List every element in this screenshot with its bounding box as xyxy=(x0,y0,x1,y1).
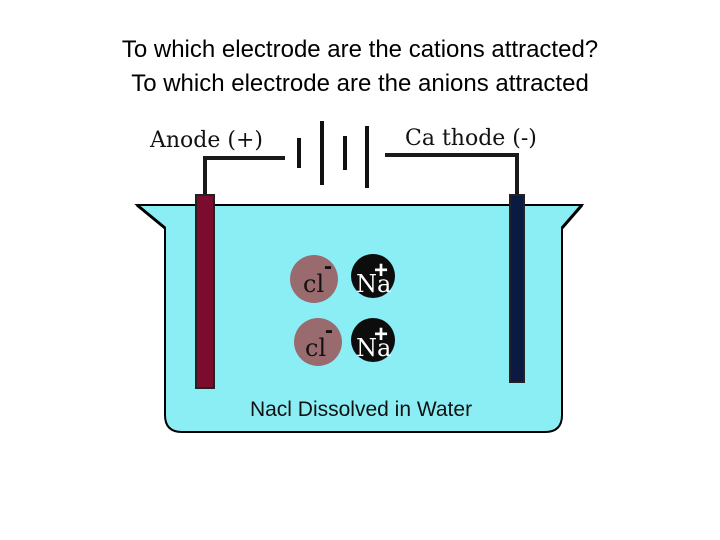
ion-charge: + xyxy=(374,321,388,348)
chloride-ion-circle xyxy=(294,318,342,366)
sodium-ion-circle xyxy=(351,318,395,362)
ion-cl-2: cl - xyxy=(294,317,342,366)
question-line-2: To which electrode are the anions attrac… xyxy=(131,70,589,97)
chloride-ion-circle xyxy=(290,255,338,303)
ion-symbol: Na xyxy=(356,270,391,298)
ion-cl-1: cl - xyxy=(290,253,338,303)
ion-charge: - xyxy=(325,317,333,344)
ion-symbol: Na xyxy=(356,334,391,362)
anode-electrode xyxy=(195,194,215,389)
ion-charge: + xyxy=(374,257,388,284)
anode-label: Anode (+) xyxy=(149,128,263,153)
ion-na-2: Na + xyxy=(351,318,395,362)
ion-symbol: cl xyxy=(305,334,326,362)
solution-label: Nacl Dissolved in Water xyxy=(250,398,472,421)
ion-symbol: cl xyxy=(303,270,324,298)
cathode-electrode xyxy=(509,194,525,383)
beaker-rim xyxy=(136,203,584,230)
ion-na-1: Na + xyxy=(351,254,395,298)
cathode-wire xyxy=(385,153,519,195)
cathode-label: Ca thode (-) xyxy=(405,126,537,151)
battery xyxy=(297,121,369,188)
question-line-1: To which electrode are the cations attra… xyxy=(121,36,599,63)
beaker-water xyxy=(134,204,585,433)
anode-wire xyxy=(203,156,285,195)
sodium-ion-circle xyxy=(351,254,395,298)
ion-charge: - xyxy=(324,253,332,280)
